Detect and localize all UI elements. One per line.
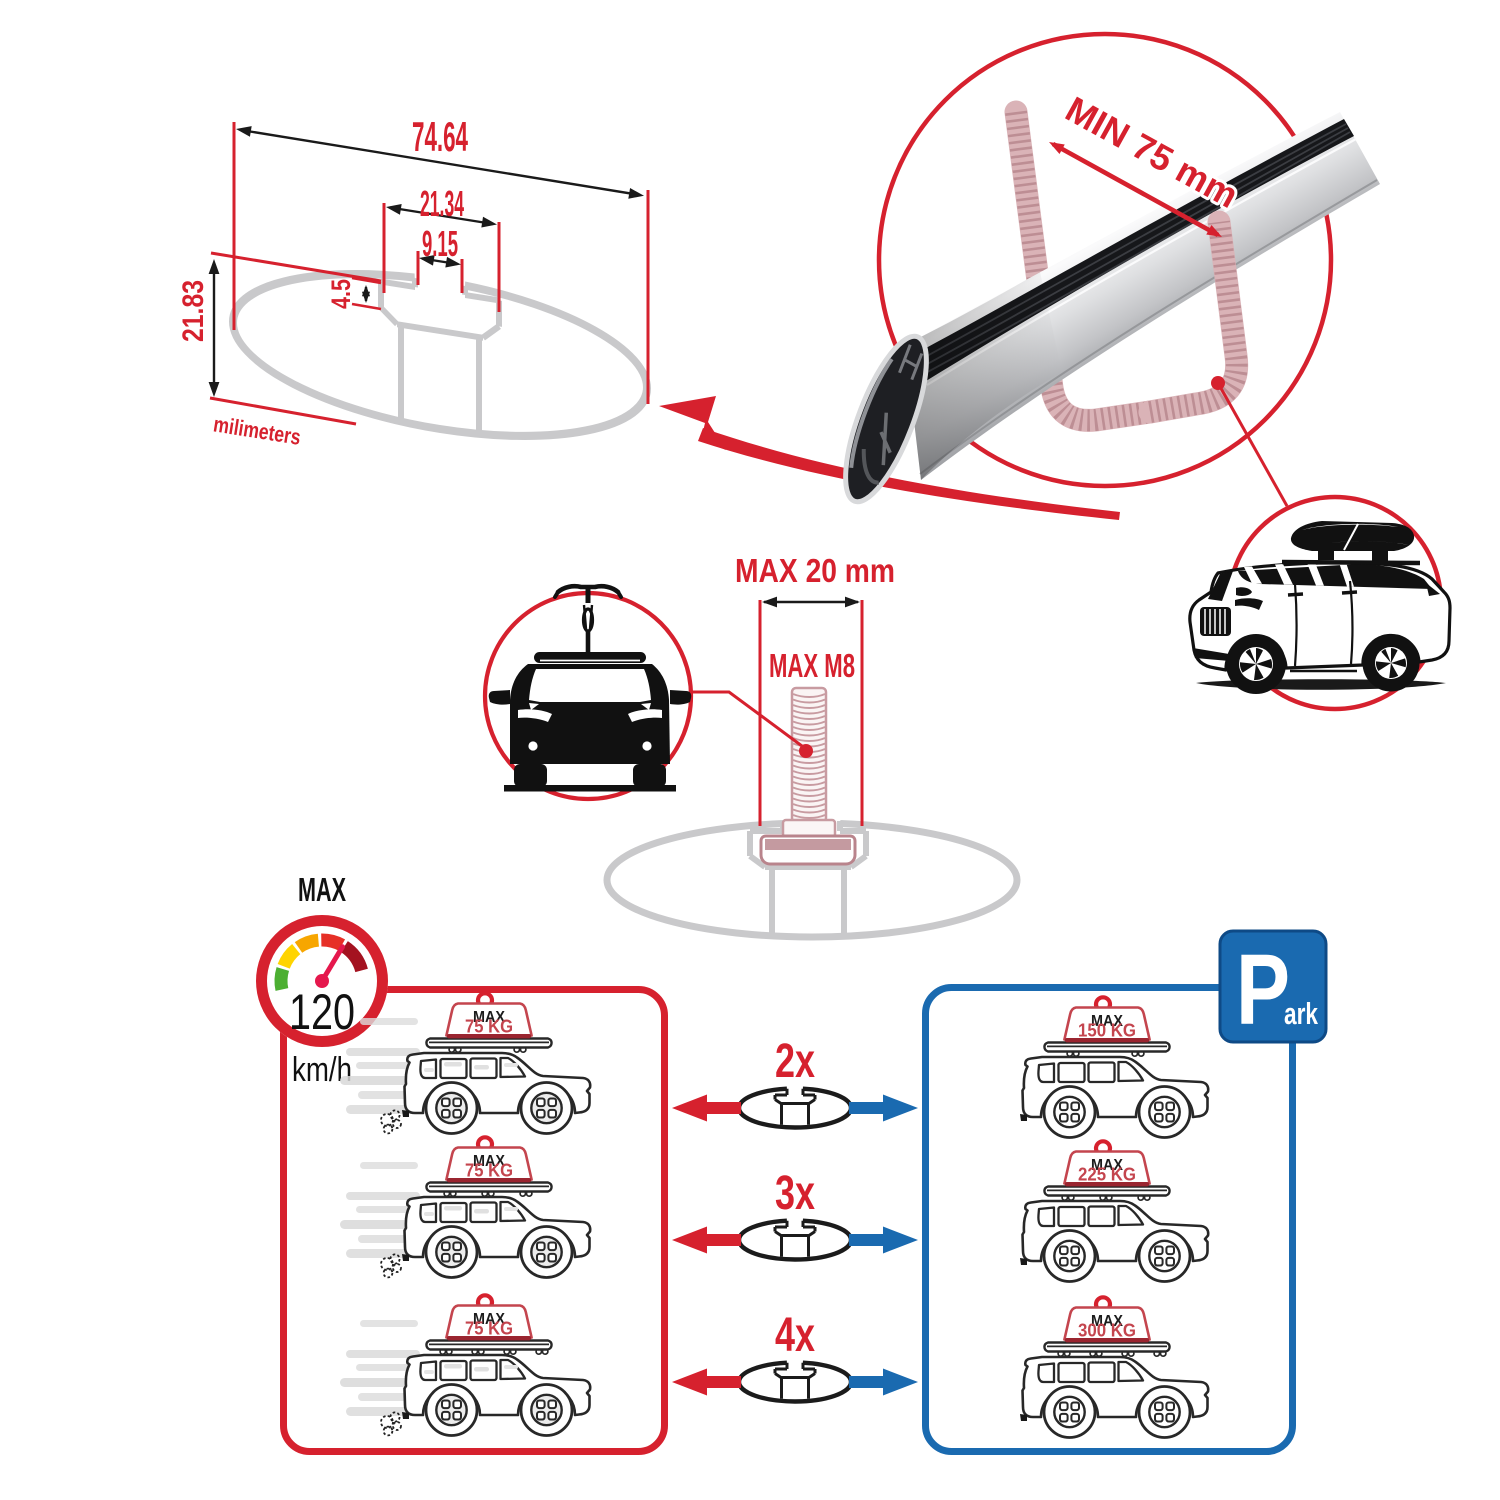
parked-car-1: MAX 150 KG xyxy=(1018,997,1210,1139)
dim-overall-width: 74.64 xyxy=(412,113,468,160)
dimension-drawing: 74.64 21.34 9.15 4.5 21.83 milimeters xyxy=(177,113,651,450)
crossbar-detail: MIN 75 mm xyxy=(659,31,1380,520)
bolt-extension-lines xyxy=(758,600,864,826)
front-car-illustration xyxy=(488,583,692,792)
parked-car-3: MAX 300 KG xyxy=(1018,1297,1210,1439)
tag-title: MAX xyxy=(1091,1313,1124,1330)
speed-value: 120 xyxy=(289,984,355,1040)
tag-value: 75 KG xyxy=(465,1318,513,1339)
dimension-extension-lines xyxy=(209,122,650,426)
u-bolt-front xyxy=(1138,210,1249,424)
parked-car-2: MAX 225 KG xyxy=(1018,1141,1210,1283)
tag-title: MAX xyxy=(1091,1157,1124,1174)
bike-car-detail xyxy=(482,583,694,802)
tag-value: 225 KG xyxy=(1078,1164,1136,1185)
speed-limit-gauge: MAX 120 km/h xyxy=(256,871,388,1089)
dim-slot-opening: 9.15 xyxy=(422,223,458,264)
swoosh-arrow xyxy=(659,396,1120,520)
crossbar-section-icon-1 xyxy=(739,1089,851,1128)
park-sign-plate xyxy=(1218,929,1328,1044)
tag-value: 75 KG xyxy=(465,1016,513,1037)
detail-circle xyxy=(876,31,1334,489)
suv-roofbox-detail xyxy=(1188,494,1452,712)
tag-title: MAX xyxy=(1091,1013,1124,1030)
bicycle-icon xyxy=(553,583,623,655)
crossbar-section-icon-3 xyxy=(739,1363,851,1402)
park-sign: P ark xyxy=(1218,929,1328,1046)
park-sign-ark: ark xyxy=(1284,996,1319,1031)
park-sign-p: P xyxy=(1236,934,1290,1046)
driving-car-3: MAX 75 KG xyxy=(340,1295,592,1437)
tag-value: 150 KG xyxy=(1078,1020,1136,1041)
bolt-dimension xyxy=(762,596,860,608)
bolt-detail: MAX 20 mm MAX M8 xyxy=(603,552,1021,941)
left-arrow-icon-3 xyxy=(672,1368,741,1396)
tag-title: MAX xyxy=(473,1153,506,1170)
dim-slot-outer: 21.34 xyxy=(420,183,464,224)
profile-cross-section-mid xyxy=(603,819,1021,941)
driving-car-1: MAX 75 KG xyxy=(340,993,592,1135)
bolt-thread-label: MAX M8 xyxy=(769,647,855,684)
right-arrow-icon-2 xyxy=(849,1226,918,1254)
callout-line xyxy=(1216,382,1289,507)
count-4x: 4x xyxy=(775,1309,815,1362)
aluminium-crossbar xyxy=(843,112,1380,505)
dim-overall-height: 21.83 xyxy=(177,280,210,342)
count-2x: 2x xyxy=(775,1035,815,1088)
tag-value: 75 KG xyxy=(465,1160,513,1181)
tag-title: MAX xyxy=(473,1009,506,1026)
driving-car-2: MAX 75 KG xyxy=(340,1137,592,1279)
u-bolt xyxy=(1004,100,1162,432)
suv-illustration xyxy=(1188,521,1452,694)
bolt-width-label: MAX 20 mm xyxy=(735,552,895,589)
right-arrow-icon-1 xyxy=(849,1094,918,1122)
speed-max-label: MAX xyxy=(298,871,346,908)
left-arrow-icon-1 xyxy=(672,1094,741,1122)
tag-title: MAX xyxy=(473,1311,506,1328)
dim-slot-depth: 4.5 xyxy=(326,279,356,309)
count-rows: 2x 3x 4x xyxy=(672,1035,918,1402)
count-3x: 3x xyxy=(775,1167,815,1220)
bolt-callout-line xyxy=(691,690,807,751)
tag-value: 300 KG xyxy=(1078,1320,1136,1341)
crossbar-section-icon-2 xyxy=(739,1221,851,1260)
dim-unit-label: milimeters xyxy=(212,411,303,449)
right-arrow-icon-3 xyxy=(849,1368,918,1396)
t-bolt xyxy=(759,686,857,866)
left-arrow-icon-2 xyxy=(672,1226,741,1254)
